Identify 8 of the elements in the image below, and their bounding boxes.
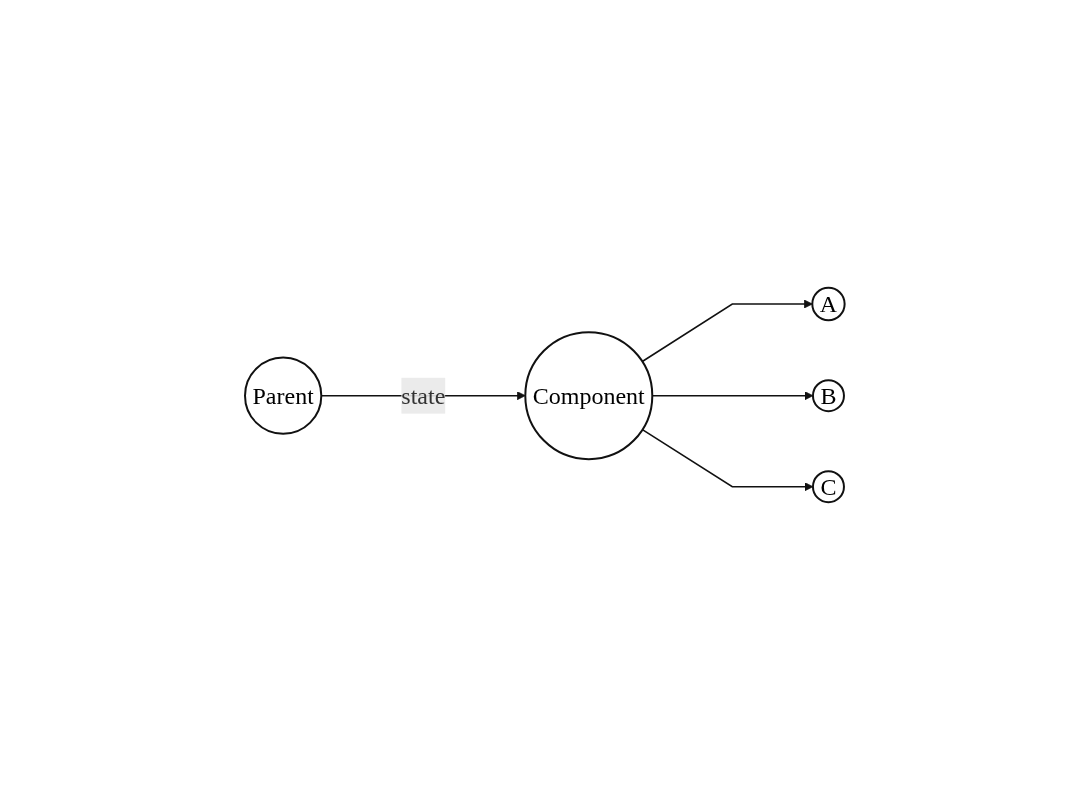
node-circle: Component: [524, 330, 654, 460]
node-circle: C: [812, 469, 846, 503]
node-circle: Parent: [244, 356, 323, 435]
node-circle: B: [812, 378, 846, 412]
arrow: [641, 299, 813, 362]
arrow: [641, 428, 814, 491]
node-circle: A: [811, 286, 846, 321]
edge-label: state: [401, 382, 446, 409]
